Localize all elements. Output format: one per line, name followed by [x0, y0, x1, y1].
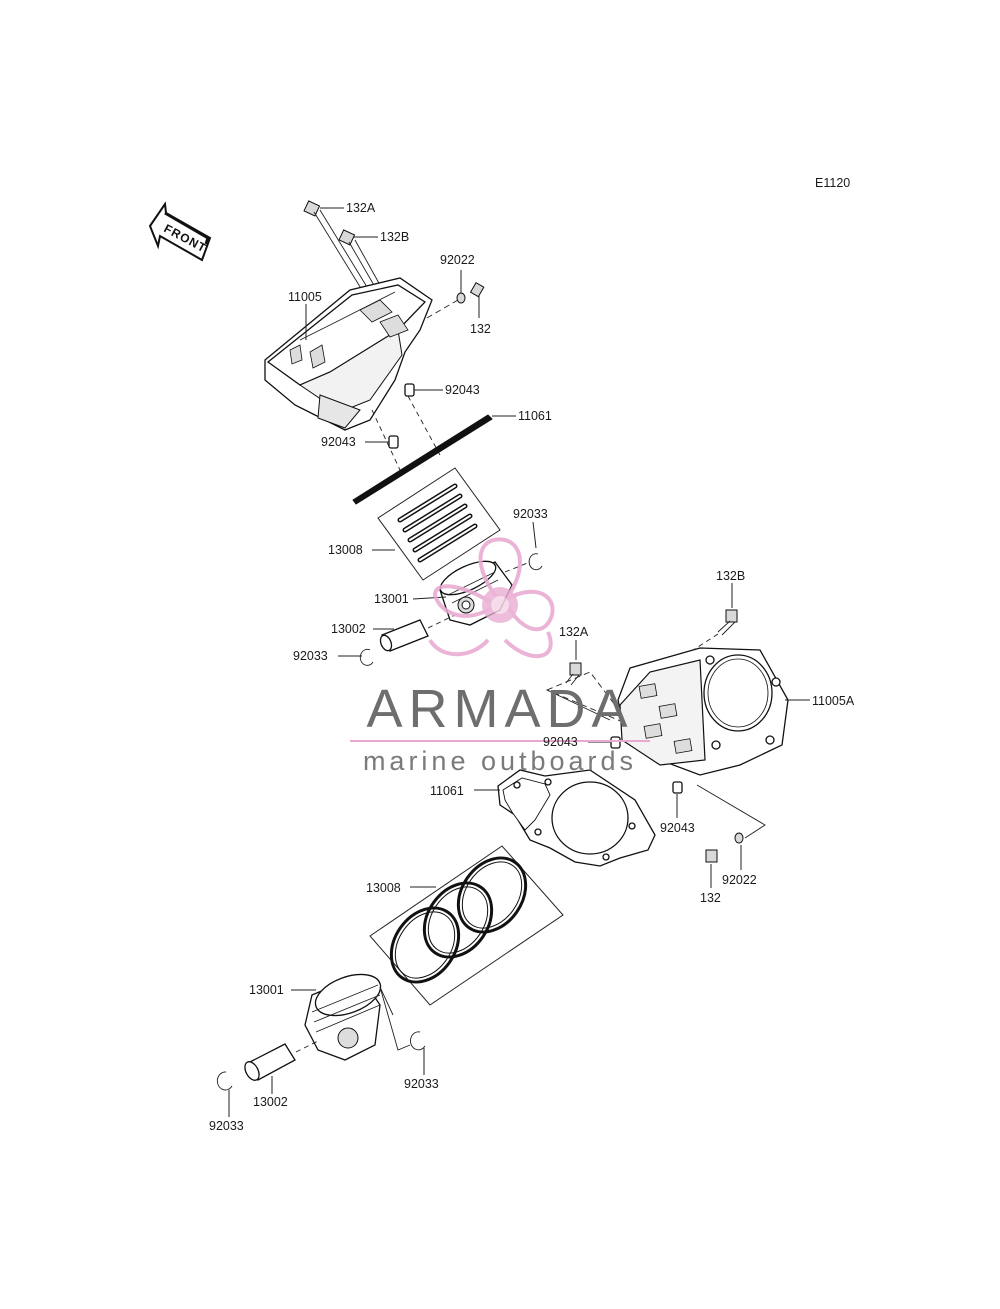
label-92022-top: 92022 [440, 253, 475, 267]
label-132A-top: 132A [346, 201, 376, 215]
label-11061-right: 11061 [430, 784, 464, 798]
label-92043-top-a: 92043 [445, 383, 480, 397]
label-13001-top: 13001 [374, 592, 409, 606]
piston-rings-13008-bottom [369, 845, 564, 1006]
label-132-right: 132 [700, 891, 721, 905]
label-92043-right-b: 92043 [660, 821, 695, 835]
diagram-reference-code: E1120 [815, 176, 850, 190]
bolt-132-top [469, 281, 485, 298]
label-11005: 11005 [288, 290, 322, 304]
label-92043-right-a: 92043 [543, 735, 578, 749]
label-13008-top: 13008 [328, 543, 363, 557]
washer-92022-right [734, 832, 744, 844]
piston-pin-13002-top [379, 619, 429, 652]
piston-13001-bottom [304, 973, 382, 1061]
watermark-subtitle: marine outboards [363, 746, 637, 776]
bolt-132B-right [717, 609, 738, 636]
circlip-92033-top-left [359, 648, 374, 666]
label-11061-top: 11061 [518, 409, 552, 423]
gasket-11061-top [352, 414, 493, 505]
label-92033-top-left: 92033 [293, 649, 328, 663]
gasket-11061-right [497, 769, 656, 867]
piston-pin-13002-bottom [244, 1043, 296, 1081]
label-13001-bottom: 13001 [249, 983, 284, 997]
dowel-92043-top-b [388, 435, 399, 449]
washer-92022-top [456, 292, 466, 304]
label-13002-top: 13002 [331, 622, 366, 636]
label-132A-right: 132A [559, 625, 589, 639]
bolt-132B-top [338, 229, 381, 288]
dowel-92043-right-b [672, 781, 683, 794]
circlip-92033-top-right [528, 553, 543, 571]
dowel-92043-top-a [404, 383, 415, 397]
label-92043-top-b: 92043 [321, 435, 356, 449]
bolt-132A-right [565, 662, 582, 686]
label-92033-bottom-left: 92033 [209, 1119, 244, 1133]
label-132-top: 132 [470, 322, 491, 336]
circlip-92033-bottom-right [410, 1031, 426, 1051]
label-132B-right: 132B [716, 569, 745, 583]
cylinder-11005A [617, 647, 789, 776]
piston-rings-13008-top [377, 467, 501, 581]
label-13002-bottom: 13002 [253, 1095, 288, 1109]
label-132B-top: 132B [380, 230, 409, 244]
bolt-132-right [705, 849, 718, 863]
dowel-92043-right-a [610, 736, 621, 749]
label-13008-bottom: 13008 [366, 881, 401, 895]
circlip-92033-bottom-left [216, 1071, 233, 1091]
cylinder-11005 [264, 277, 433, 431]
label-92033-top-right: 92033 [513, 507, 548, 521]
armada-logo-icon [428, 537, 555, 659]
watermark-title: ARMADA [366, 679, 633, 739]
front-arrow-icon: FRONT [148, 201, 212, 262]
label-11005A: 11005A [812, 694, 855, 708]
label-92033-bottom-right: 92033 [404, 1077, 439, 1091]
bolt-132A-top [303, 200, 368, 291]
label-92022-right: 92022 [722, 873, 757, 887]
